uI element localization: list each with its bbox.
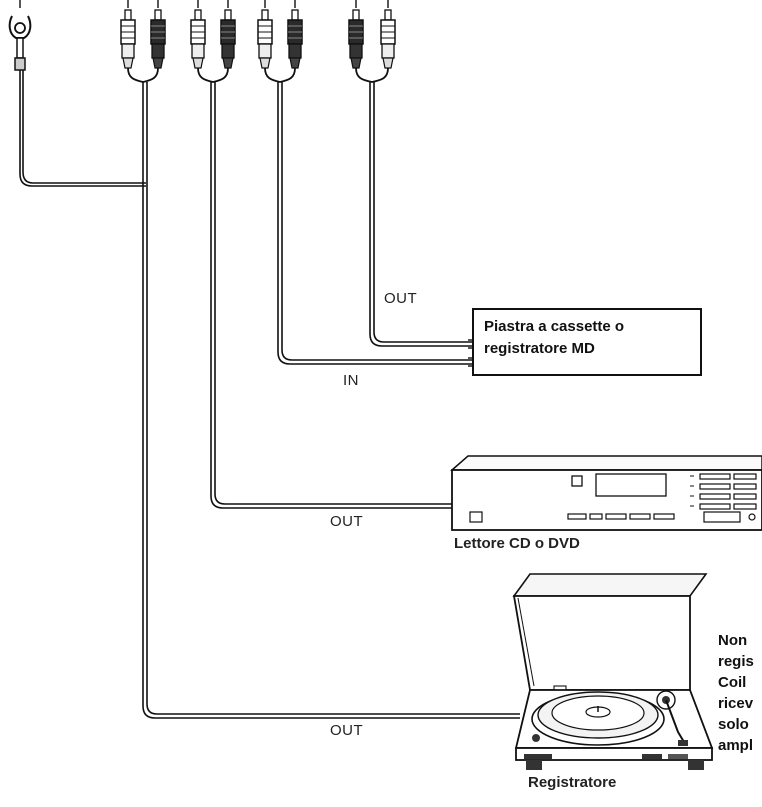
tape-in-label: IN xyxy=(343,372,359,389)
tape-deck-line2: registratore MD xyxy=(484,340,595,357)
side-note-line: ricev xyxy=(718,695,754,712)
rca-plug-tape-out-black-icon xyxy=(348,9,364,69)
side-note-line: regis xyxy=(718,653,754,670)
jack-stubs xyxy=(19,0,389,8)
side-note: Non regis Coil ricev solo ampl xyxy=(718,630,754,756)
rca-plug-cd-black-icon xyxy=(220,9,236,69)
cd-player-icon xyxy=(450,455,762,531)
cd-player-label: Lettore CD o DVD xyxy=(454,535,580,552)
cables xyxy=(19,70,520,719)
side-note-line: ampl xyxy=(718,737,754,754)
cable-branches xyxy=(127,67,389,83)
tape-deck-box: Piastra a cassette o registratore MD xyxy=(472,308,702,376)
rca-plug-turntable-black-icon xyxy=(150,9,166,69)
side-note-line: Non xyxy=(718,632,748,649)
turntable-out-label: OUT xyxy=(330,722,364,739)
tape-deck-line1: Piastra a cassette o xyxy=(484,318,625,335)
turntable-icon xyxy=(512,573,714,770)
turntable-label: Registratore xyxy=(528,774,617,791)
rca-plug-tape-in-white-icon xyxy=(257,9,273,69)
rca-plug-cd-white-icon xyxy=(190,9,206,69)
ground-terminal-icon xyxy=(8,15,32,71)
side-note-line: solo xyxy=(718,716,749,733)
rca-plug-turntable-white-icon xyxy=(120,9,136,69)
rca-plug-tape-out-white-icon xyxy=(380,9,396,69)
tape-out-label: OUT xyxy=(384,290,418,307)
side-note-line: Coil xyxy=(718,674,747,691)
rca-plug-tape-in-black-icon xyxy=(287,9,303,69)
cd-out-label: OUT xyxy=(330,513,364,530)
